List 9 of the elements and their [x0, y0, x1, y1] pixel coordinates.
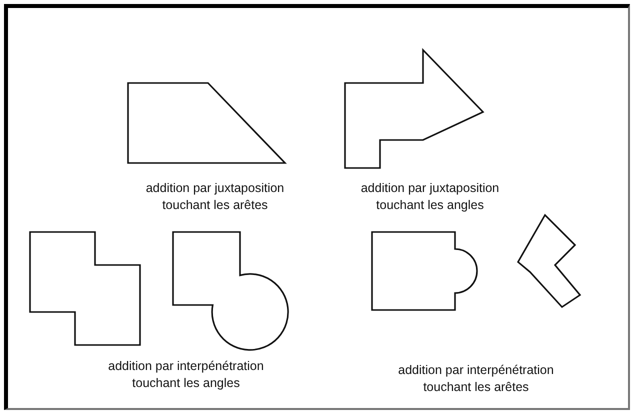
rotated-shape — [516, 214, 582, 308]
stepped-shape — [29, 231, 141, 346]
shape-caption: addition par interpénétration touchant les arêtes — [397, 362, 555, 396]
square-semicircle-shape — [371, 231, 478, 311]
arrow-shape — [344, 48, 484, 169]
shape-caption: addition par juxtaposition touchant les arêtes — [144, 180, 286, 214]
shape-caption: addition par juxtaposition touchant les angles — [360, 180, 500, 214]
shape-caption: addition par interpénétration touchant les angles — [107, 358, 265, 392]
trapezoid-shape — [127, 82, 287, 164]
